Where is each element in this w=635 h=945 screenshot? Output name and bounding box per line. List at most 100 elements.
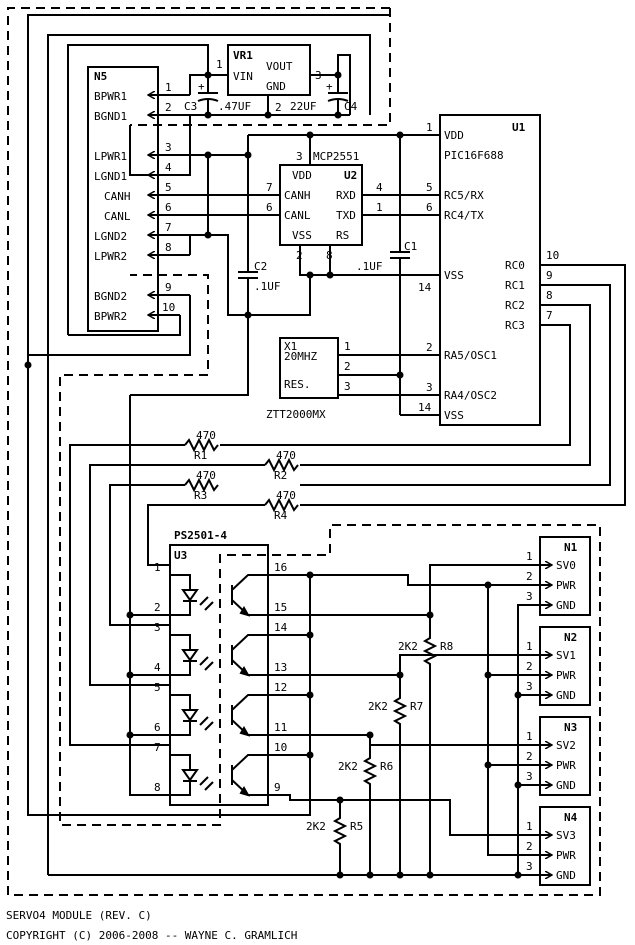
opto-channel-3	[170, 694, 268, 737]
n5-pin-label: LGND2	[94, 230, 127, 243]
u2-ref: U2	[344, 169, 357, 182]
u3-right-pin: 9	[274, 781, 281, 794]
r1-value: 470	[196, 429, 216, 442]
x1-pin3: 3	[344, 380, 351, 393]
connector-n5: N5 BPWR1 BGND1 LPWR1 LGND1 CANH CANL LGN…	[87, 66, 280, 332]
n3-pin-num: 1	[526, 730, 533, 743]
vr1-vout: VOUT	[266, 60, 293, 73]
x1-pin2: 2	[344, 360, 351, 373]
capacitor-c3: + C3 .47UF	[184, 75, 251, 115]
resistor-r6	[362, 735, 378, 875]
n5-pin-label: CANH	[104, 190, 131, 203]
opto-channel-4	[170, 754, 268, 797]
u1-rc2: RC2	[505, 299, 525, 312]
x1-res: RES.	[284, 378, 311, 391]
resistor-r2	[264, 457, 299, 473]
n2-pin-num: 1	[526, 640, 533, 653]
resistor-r1	[184, 437, 219, 453]
n4-pin-num: 3	[526, 860, 533, 873]
n4-pin-label: PWR	[556, 849, 576, 862]
u3-right-pin: 10	[274, 741, 287, 754]
u1-ref: U1	[512, 121, 526, 134]
resistor-r5	[332, 800, 348, 875]
n3-pin-label: GND	[556, 779, 576, 792]
u3-left-pin: 4	[154, 661, 161, 674]
n3-pin-num: 3	[526, 770, 533, 783]
u2-rxd: RXD	[336, 189, 356, 202]
r2-ref: R2	[274, 469, 287, 482]
u2-vss: VSS	[292, 229, 312, 242]
n5-pin-number: 1	[165, 81, 172, 94]
u2-canl: CANL	[284, 209, 311, 222]
r6-ref: R6	[380, 760, 393, 773]
n5-pin-number: 2	[165, 101, 172, 114]
n5-pin-number: 10	[162, 301, 175, 314]
n5-pin-number: 9	[165, 281, 172, 294]
n3-pin-num: 2	[526, 750, 533, 763]
vr1-gnd: GND	[266, 80, 286, 93]
n2-ref: N2	[564, 631, 577, 644]
r3-value: 470	[196, 469, 216, 482]
resonator-x1: X1 20MHZ RES. ZTT2000MX 1 2 3	[266, 337, 351, 421]
resistors-470: 470 R1 470 R2 470 R3 470 R4	[184, 429, 299, 522]
u2-pin-txd: 1	[376, 201, 383, 214]
n5-pin-number: 5	[165, 181, 172, 194]
u1-ra4: RA4/OSC2	[444, 389, 497, 402]
opto-channel-1	[170, 574, 268, 617]
resistor-r7	[392, 675, 408, 875]
r3-ref: R3	[194, 489, 207, 502]
r7-value: 2K2	[368, 700, 388, 713]
u3-right-pin: 12	[274, 681, 287, 694]
n1-pin-num: 1	[526, 550, 533, 563]
transceiver-u2: MCP2551 3 VDD U2 CANH RXD CANL TXD VSS R…	[266, 150, 383, 262]
u1-pin-vss: 14	[418, 281, 432, 294]
u3-left-pin: 6	[154, 721, 161, 734]
u1-pin-rc5: 5	[426, 181, 433, 194]
wires-power	[27, 14, 440, 875]
u1-vss: VSS	[444, 269, 464, 282]
u2-pin-canl: 6	[266, 201, 273, 214]
n5-pin-label: LPWR1	[94, 150, 127, 163]
r5-ref: R5	[350, 820, 363, 833]
r8-ref: R8	[440, 640, 453, 653]
u3-left-pin: 2	[154, 601, 161, 614]
x1-freq: 20MHZ	[284, 350, 317, 363]
resistor-r4	[264, 497, 299, 513]
u3-right-pin: 16	[274, 561, 287, 574]
n1-pin-label: SV0	[556, 559, 576, 572]
vr1-pin1: 1	[216, 58, 223, 71]
c3-value: .47UF	[218, 100, 251, 113]
c2-value: .1UF	[254, 280, 281, 293]
u1-rc5: RC5/RX	[444, 189, 484, 202]
n1-ref: N1	[564, 541, 578, 554]
connector-n3: N3 1 2 3 SV2 PWR GND	[526, 716, 591, 796]
u1-pin-vss2: 14	[418, 401, 432, 414]
u1-pin-ra5: 2	[426, 341, 433, 354]
resistors-2k2: 2K2 R8 2K2 R7 2K2 R6 2K2 R5	[306, 615, 453, 875]
u1-vdd: VDD	[444, 129, 464, 142]
n2-pin-label: PWR	[556, 669, 576, 682]
u2-part: MCP2551	[313, 150, 359, 163]
u2-canh: CANH	[284, 189, 311, 202]
n3-ref: N3	[564, 721, 577, 734]
n5-pin-label: BGND2	[94, 290, 127, 303]
n5-pin-number: 7	[165, 221, 172, 234]
n4-ref: N4	[564, 811, 578, 824]
wires-u3-right	[27, 365, 540, 836]
r7-ref: R7	[410, 700, 423, 713]
u2-pin-canh: 7	[266, 181, 273, 194]
n3-pin-label: SV2	[556, 739, 576, 752]
c4-value: 22UF	[290, 100, 317, 113]
c1-value: .1UF	[356, 260, 383, 273]
n5-pin-label: LGND1	[94, 170, 127, 183]
r8-value: 2K2	[398, 640, 418, 653]
resistor-r3	[184, 477, 219, 493]
r6-value: 2K2	[338, 760, 358, 773]
footer-title: SERVO4 MODULE (REV. C)	[6, 909, 152, 922]
u2-txd: TXD	[336, 209, 356, 222]
capacitor-c1: C1 .1UF	[356, 135, 417, 415]
n4-pin-label: GND	[556, 869, 576, 882]
n5-pins: BPWR1 BGND1 LPWR1 LGND1 CANH CANL LGND2 …	[94, 81, 175, 323]
wire-dots	[24, 71, 404, 379]
x1-ref: X1	[284, 340, 297, 353]
